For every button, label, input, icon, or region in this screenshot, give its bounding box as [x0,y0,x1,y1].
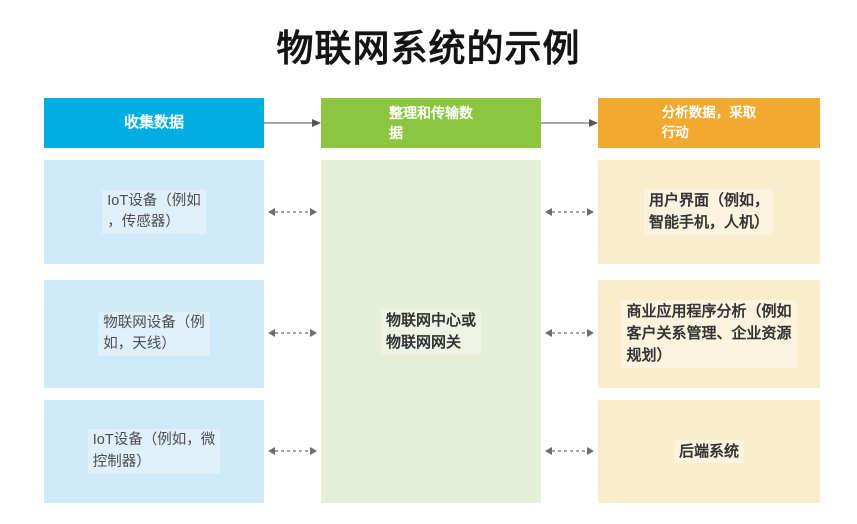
box-iot-devices-microcontrollers: IoT设备（例如，微 控制器） [44,400,264,503]
dashed-double-arrow-icon-row1-right [545,208,594,216]
box-iot-hub-gateway-label: 物联网中心或 物联网网关 [380,308,481,355]
header-collect-data: 收集数据 [44,98,264,148]
arrow-right-icon-collect-to-organize [264,119,321,127]
box-backend-system: 后端系统 [598,400,820,503]
box-user-interface-label: 用户界面（例如， 智能手机，人机） [643,189,774,235]
dashed-double-arrow-icon-row3-left [268,447,317,455]
box-iot-devices-sensors-label: IoT设备（例如 ，传感器） [102,189,206,235]
dashed-double-arrow-icon-row1-left [268,208,317,216]
header-collect-data-label: 收集数据 [123,114,184,132]
box-iot-devices-sensors: IoT设备（例如 ，传感器） [44,160,264,264]
header-organize-transmit-data: 整理和传输数 据 [321,98,541,148]
header-analyze-data-act: 分析数据，采取 行动 [598,98,820,148]
box-iot-hub-gateway: 物联网中心或 物联网网关 [321,160,541,503]
header-analyze-data-act-label: 分析数据，采取 行动 [661,105,757,140]
dashed-double-arrow-icon-row2-left [268,329,317,337]
box-iot-devices-antennas-label: 物联网设备（例 如，天线） [98,311,210,357]
arrow-right-icon-organize-to-analyze [541,119,598,127]
box-iot-devices-microcontrollers-label: IoT设备（例如，微 控制器） [87,429,221,474]
box-business-app-analytics-label: 商业应用程序分析（例如 客户关系管理、企业资源 规划） [621,300,797,368]
dashed-double-arrow-icon-row3-right [545,447,594,455]
box-business-app-analytics: 商业应用程序分析（例如 客户关系管理、企业资源 规划） [598,280,820,388]
diagram-title: 物联网系统的示例 [276,28,581,69]
box-user-interface: 用户界面（例如， 智能手机，人机） [598,160,820,264]
box-iot-devices-antennas: 物联网设备（例 如，天线） [44,280,264,388]
dashed-double-arrow-icon-row2-right [545,329,594,337]
box-backend-system-label: 后端系统 [673,439,744,464]
header-organize-transmit-data-label: 整理和传输数 据 [389,104,473,141]
